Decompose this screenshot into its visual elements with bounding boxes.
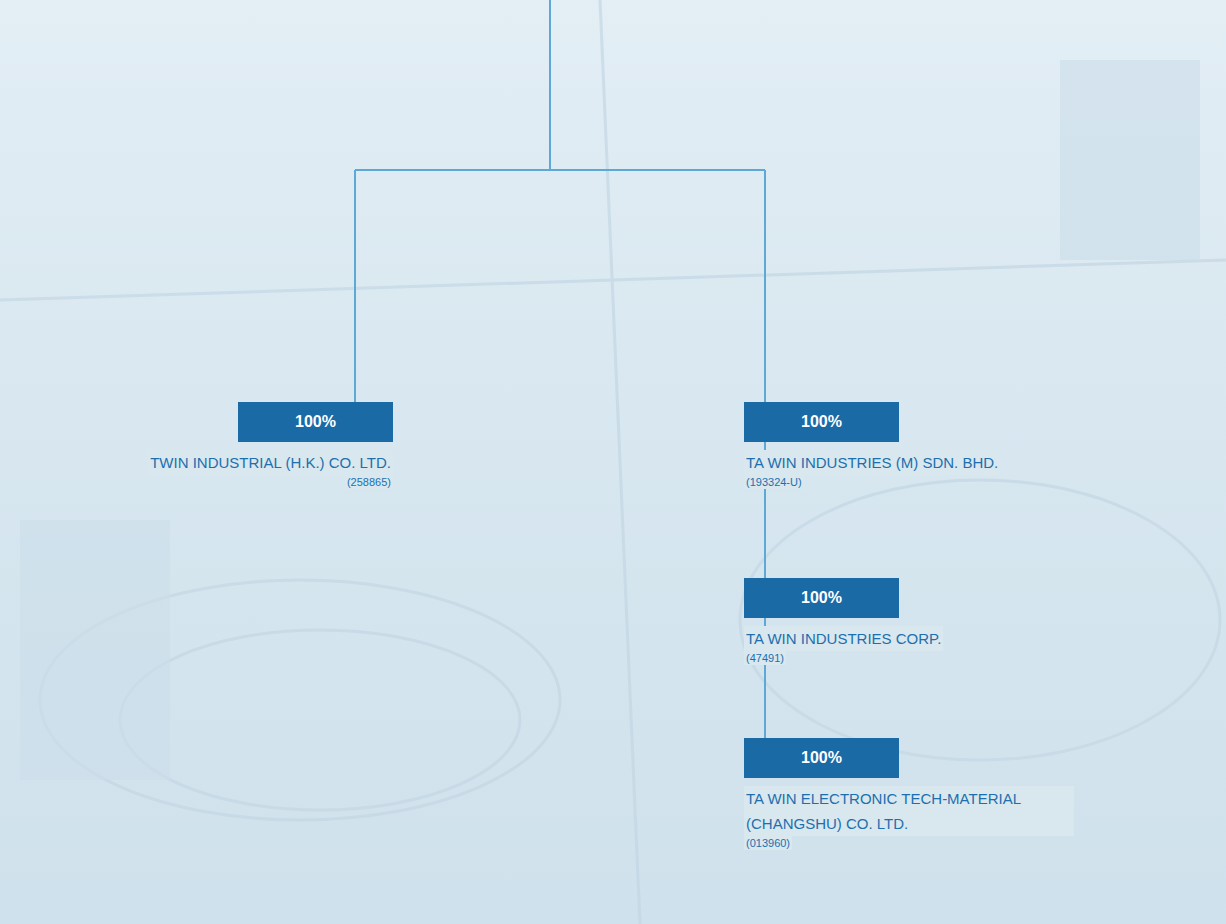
company-name: TA WIN ELECTRONIC TECH-MATERIAL (CHANGSH… <box>744 786 1074 836</box>
share-box: 100% <box>744 578 899 618</box>
share-box: 100% <box>238 402 393 442</box>
company-name: TA WIN INDUSTRIES CORP. <box>744 626 943 651</box>
company-node: 100% TA WIN INDUSTRIES (M) SDN. BHD.(1933… <box>744 402 1000 489</box>
company-name: TWIN INDUSTRIAL (H.K.) CO. LTD. <box>148 450 393 475</box>
company-node: 100% TWIN INDUSTRIAL (H.K.) CO. LTD.(2588… <box>148 402 393 489</box>
registration-number: (193324-U) <box>744 475 804 489</box>
faint-shapes <box>20 60 1200 780</box>
company-node: 100% TA WIN INDUSTRIES CORP.(47491) <box>744 578 943 665</box>
share-box: 100% <box>744 402 899 442</box>
share-box: 100% <box>744 738 899 778</box>
branch-line <box>355 0 765 402</box>
company-node: 100% TA WIN ELECTRONIC TECH-MATERIAL (CHA… <box>744 738 1074 850</box>
registration-number: (258865) <box>345 475 393 489</box>
registration-number: (47491) <box>744 651 786 665</box>
registration-number: (013960) <box>744 836 792 850</box>
company-name: TA WIN INDUSTRIES (M) SDN. BHD. <box>744 450 1000 475</box>
